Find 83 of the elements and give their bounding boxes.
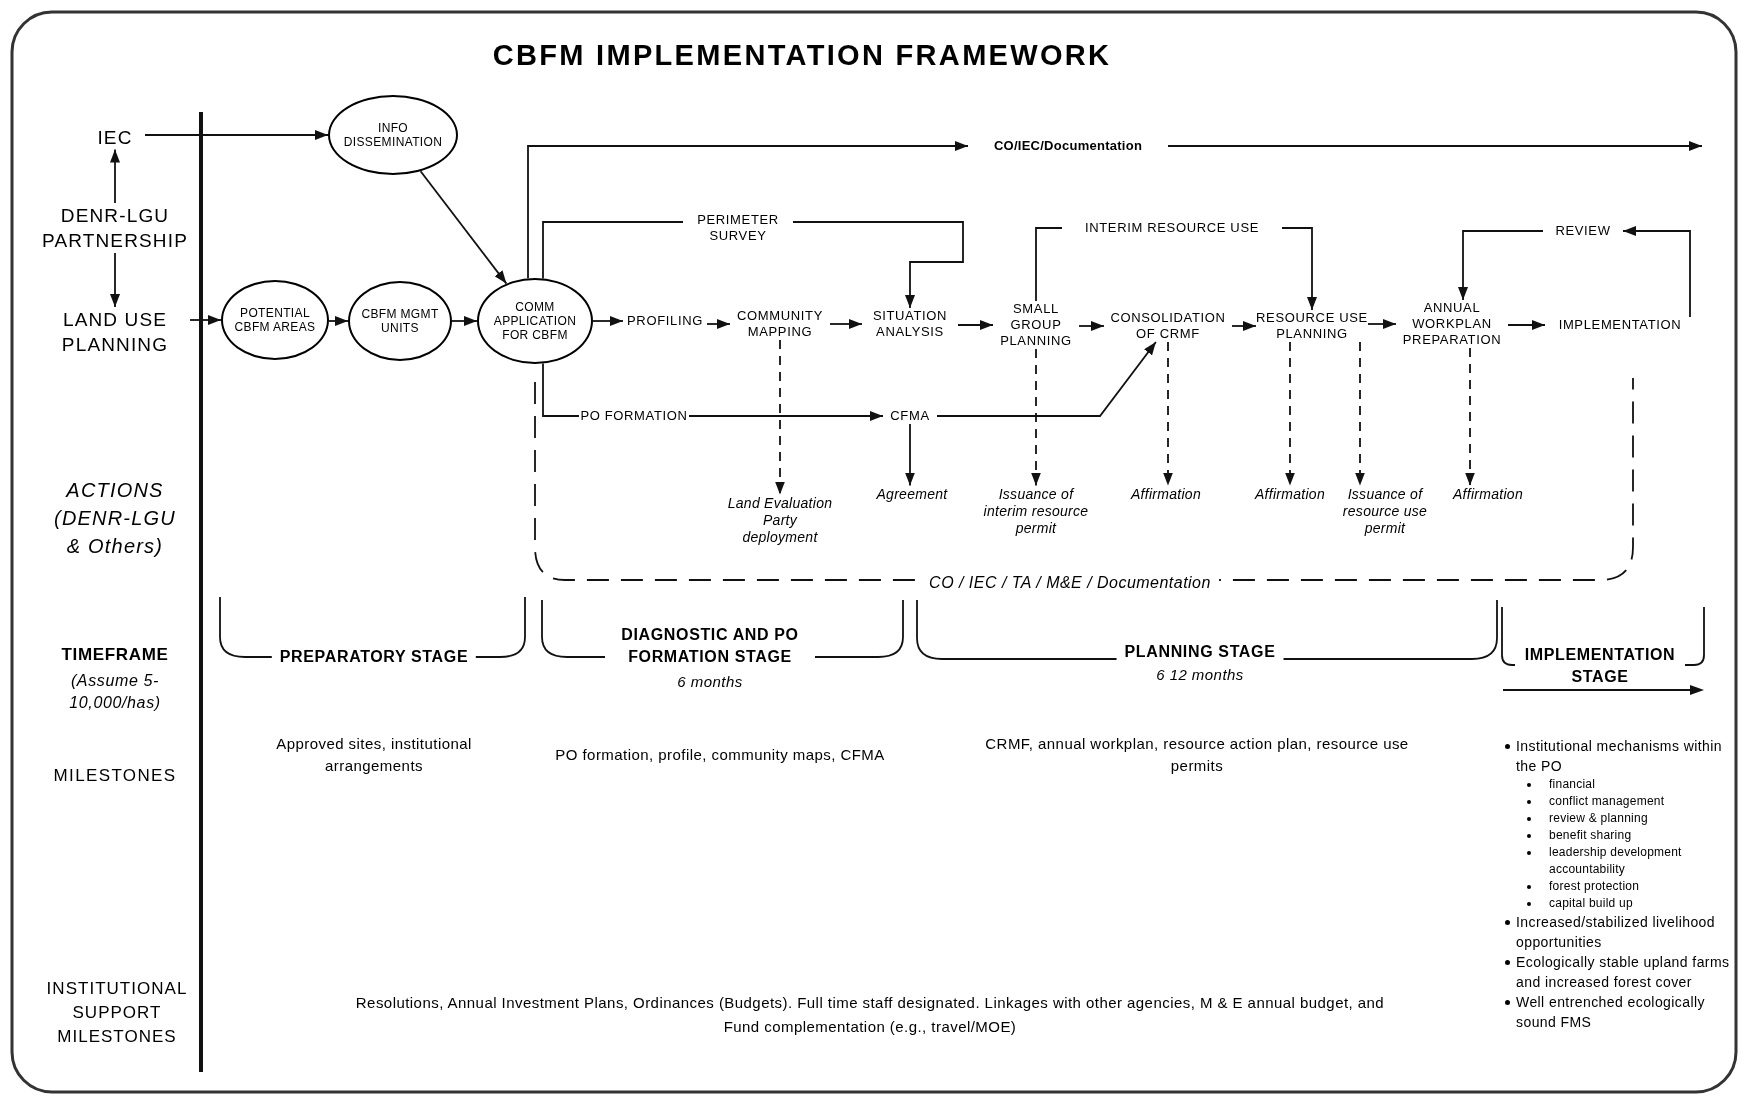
arrow: [1507, 320, 1546, 330]
arrow: [451, 316, 478, 326]
action-text: Affirmation: [1245, 485, 1335, 503]
arrow: [110, 148, 120, 204]
row-heading: DENR-LGU PARTNERSHIP: [29, 203, 201, 253]
sub-list-item: capital build up: [1549, 895, 1633, 912]
arrow: [792, 221, 964, 309]
action-text: Issuance of resource use permit: [1337, 485, 1433, 537]
row-heading: INSTITUTIONAL SUPPORT MILESTONES: [45, 978, 189, 1048]
list-item: Institutional mechanisms within the PO: [1516, 737, 1723, 776]
duration-text: 6 months: [677, 671, 743, 692]
action-text: Issuance of interim resource permit: [976, 485, 1096, 537]
process-ellipse: INFO DISSEMINATION: [328, 95, 458, 175]
activity-text: REVIEW: [1543, 223, 1623, 239]
row-heading: LAND USE PLANNING: [40, 307, 190, 357]
arrow: [419, 170, 508, 285]
arrow: [144, 130, 329, 140]
process-step: PROFILING: [623, 313, 707, 329]
action-text: Agreement: [862, 485, 962, 503]
process-step: SMALL GROUP PLANNING: [993, 301, 1079, 349]
dashed-arrow: [1163, 341, 1173, 487]
list-item: Ecologically stable upland farms and increased forest cover: [1516, 953, 1731, 992]
process-ellipse: POTENTIAL CBFM AREAS: [221, 280, 329, 360]
dashed-arrow: [775, 339, 785, 496]
sub-list-item: forest protection: [1549, 878, 1640, 895]
connector-line: [1035, 227, 1063, 302]
arrow: [688, 411, 884, 421]
process-ellipse: CBFM MGMT UNITS: [348, 281, 452, 361]
arrow: [957, 320, 994, 330]
list-item: Well entrenched ecologically sound FMS: [1516, 993, 1706, 1032]
connector-line: [542, 362, 580, 417]
arrow: [706, 319, 731, 329]
row-heading: MILESTONES: [53, 765, 177, 788]
dashed-arrow: [1465, 347, 1475, 487]
dashed-arrow: [1355, 341, 1365, 487]
arrow: [829, 319, 863, 329]
diagram-title: CBFM IMPLEMENTATION FRAMEWORK: [492, 38, 1112, 74]
sub-list-item: benefit sharing: [1549, 827, 1632, 844]
arrow: [936, 341, 1157, 417]
milestone-text: PO formation, profile, community maps, CFMA: [555, 745, 885, 765]
arrow: [527, 141, 969, 280]
action-text: Affirmation: [1443, 485, 1533, 503]
activity-text: CO/IEC/Documentation: [968, 136, 1168, 156]
process-step: COMMUNITY MAPPING: [730, 308, 830, 340]
process-ellipse: COMM APPLICATION FOR CBFM: [477, 278, 593, 364]
arrow: [1167, 141, 1703, 151]
activity-text: PO FORMATION: [579, 408, 689, 424]
connector-line: [542, 221, 684, 280]
activity-text: INTERIM RESOURCE USE: [1062, 220, 1282, 236]
arrow: [1231, 321, 1257, 331]
process-step: SITUATION ANALYSIS: [862, 308, 958, 340]
process-step: RESOURCE USE PLANNING: [1256, 310, 1368, 342]
arrow: [1281, 227, 1317, 311]
sub-list-item: financial: [1549, 776, 1596, 793]
process-step: ANNUAL WORKPLAN PREPARATION: [1396, 300, 1508, 348]
duration-text: 6 12 months: [1156, 664, 1244, 685]
process-step: IMPLEMENTATION: [1545, 317, 1695, 333]
milestone-text: CRMF, annual workplan, resource action plan, resource use permits: [984, 734, 1410, 776]
arrow: [110, 252, 120, 308]
arrow: [592, 316, 624, 326]
dashed-arrow: [1031, 348, 1041, 487]
arrow: [1367, 319, 1397, 329]
arrow: [189, 315, 222, 325]
activity-text: CFMA: [883, 408, 937, 424]
row-note: (Assume 5-10,000/has): [68, 671, 162, 713]
activity-text: PERIMETER SURVEY: [683, 212, 793, 244]
action-text: Affirmation: [1121, 485, 1211, 503]
list-item: Increased/stabilized livelihood opportunities: [1516, 913, 1717, 952]
process-step: CONSOLIDATION OF CRMF: [1104, 310, 1232, 342]
dashed-arrow: [1285, 341, 1295, 487]
milestone-text: Approved sites, institutional arrangements: [275, 734, 473, 776]
arrow: [328, 316, 349, 326]
sub-list-item: conflict management: [1549, 793, 1665, 810]
note-text: Resolutions, Annual Investment Plans, Ordinances (Budgets). Full time staff designated. Linkages with other agencies, M & E annual budget, and Fund complementation (e.g., travel/MOE): [354, 993, 1386, 1037]
arrow: [1458, 230, 1544, 301]
row-heading: TIMEFRAME: [61, 644, 169, 667]
arrow: [1078, 321, 1105, 331]
sub-list-item: review & planning: [1549, 810, 1648, 827]
arrow: [1622, 226, 1691, 318]
action-text: Land Evaluation Party deployment: [725, 494, 835, 546]
row-heading: ACTIONS (DENR-LGU & Others): [53, 478, 177, 559]
row-heading: IEC: [85, 124, 145, 150]
arrow: [905, 423, 915, 487]
